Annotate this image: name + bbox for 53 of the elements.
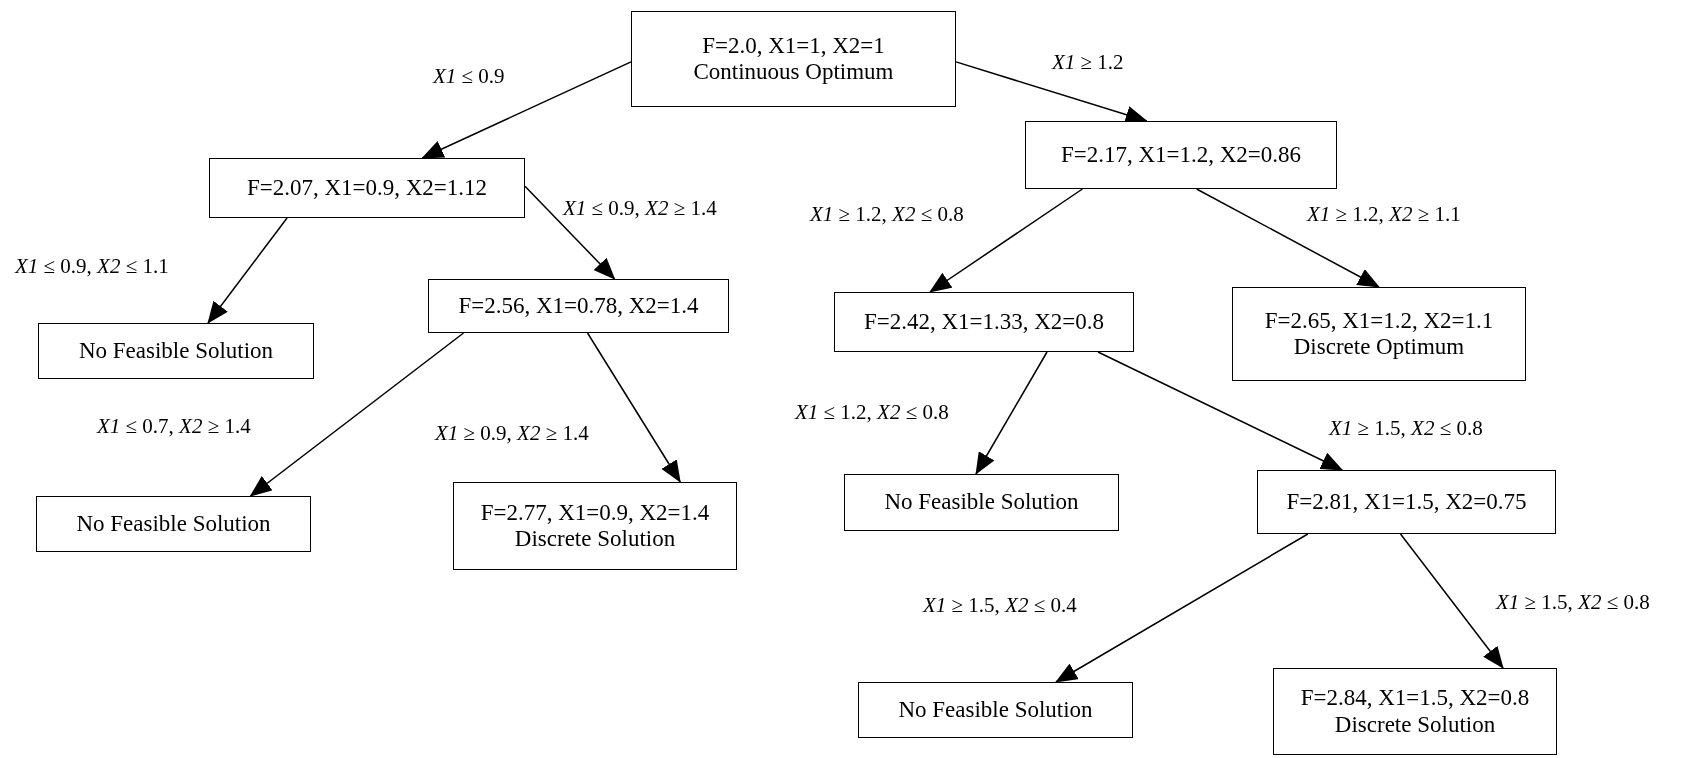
node-box — [428, 279, 729, 333]
edge-label: X1 ≤ 0.7, X2 ≥ 1.4 — [97, 414, 251, 439]
node-box — [453, 482, 737, 570]
node-box — [844, 474, 1119, 531]
edge-label: X1 ≥ 1.2, X2 ≥ 1.1 — [1307, 202, 1461, 227]
node-box — [209, 158, 525, 218]
node-box — [834, 292, 1134, 352]
edge-label: X1 ≤ 0.9, X2 ≥ 1.4 — [563, 196, 717, 221]
arrow — [249, 332, 465, 497]
node-text: F=2.84, X1=1.5, X2=0.8 — [1300, 685, 1530, 712]
node-text: F=2.56, X1=0.78, X2=1.4 — [458, 292, 699, 320]
arrow — [929, 188, 1084, 293]
node-text: No Feasible Solution — [78, 337, 274, 365]
node-text: Discrete Solution — [1334, 711, 1496, 738]
node-box — [631, 11, 956, 107]
edge-label: X1 ≤ 0.9, X2 ≤ 1.1 — [15, 254, 169, 279]
node-box — [1273, 668, 1557, 755]
arrow — [421, 61, 632, 159]
node-text: No Feasible Solution — [898, 696, 1093, 724]
node-box — [858, 682, 1133, 738]
node-text: F=2.42, X1=1.33, X2=0.8 — [863, 308, 1105, 336]
node-box — [1025, 121, 1337, 189]
arrow — [975, 351, 1048, 475]
node-text: No Feasible Solution — [884, 489, 1079, 516]
edge-label: X1 ≤ 1.2, X2 ≤ 0.8 — [795, 400, 949, 425]
arrow — [524, 185, 616, 280]
node-text: F=2.07, X1=0.9, X2=1.12 — [246, 174, 488, 202]
node-box — [1232, 287, 1526, 381]
edge-label: X1 ≥ 1.5, X2 ≤ 0.4 — [923, 593, 1077, 618]
node-box — [38, 323, 314, 379]
node-box — [36, 496, 311, 552]
node-text: F=2.17, X1=1.2, X2=0.86 — [1060, 141, 1302, 169]
node-text: F=2.81, X1=1.5, X2=0.75 — [1286, 488, 1527, 516]
arrow — [1399, 533, 1504, 669]
edge-label: X1 ≥ 1.2, X2 ≤ 0.8 — [810, 202, 964, 227]
edge-label: X1 ≥ 1.5, X2 ≤ 0.8 — [1329, 416, 1483, 441]
arrow — [207, 217, 288, 324]
node-text: F=2.0, X1=1, X2=1 — [702, 32, 885, 59]
arrow — [1097, 351, 1344, 471]
node-text: No Feasible Solution — [76, 510, 271, 538]
arrow — [586, 332, 681, 483]
node-box — [1257, 470, 1556, 534]
node-text: Continuous Optimum — [693, 59, 894, 86]
edge-label: X1 ≥ 1.5, X2 ≤ 0.8 — [1496, 590, 1650, 615]
node-text: Discrete Optimum — [1293, 334, 1465, 361]
edge-label: X1 ≤ 0.9 — [433, 64, 505, 89]
edge-label: X1 ≥ 0.9, X2 ≥ 1.4 — [435, 421, 589, 446]
node-text: F=2.77, X1=0.9, X2=1.4 — [480, 499, 710, 526]
node-text: F=2.65, X1=1.2, X2=1.1 — [1264, 307, 1494, 334]
node-text: Discrete Solution — [514, 526, 676, 553]
edge-label: X1 ≥ 1.2 — [1052, 50, 1124, 75]
arrow — [1055, 533, 1309, 683]
arrow — [1195, 188, 1380, 288]
